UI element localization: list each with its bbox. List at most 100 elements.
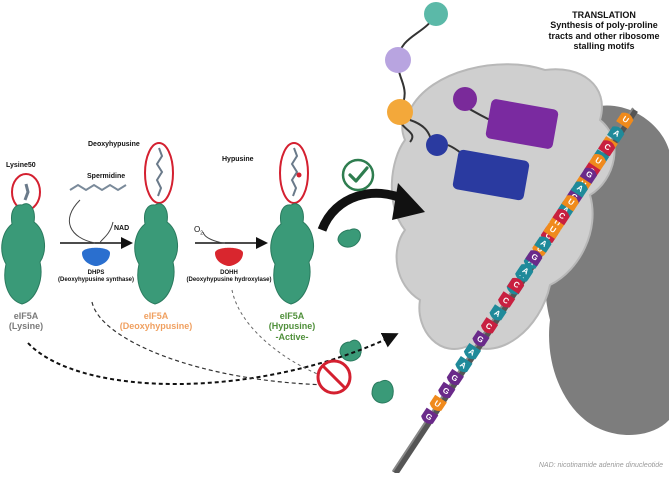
eif5a-deoxyhypusine-state: (Deoxyhypusine) — [119, 321, 193, 332]
nucleotide-letter: C — [557, 211, 567, 222]
dohh-label: DOHH (Deoxyhypusine hydroxylase) — [186, 270, 271, 284]
deoxyhypusine-dashed-arrow — [91, 301, 331, 386]
spermidine-in-arrow — [68, 199, 96, 244]
trna-navy — [452, 149, 530, 201]
nucleotide-letter: U — [566, 197, 576, 208]
nucleotide-letter: U — [552, 218, 562, 229]
nucleotide-letter: A — [458, 360, 468, 371]
translation-title: TRANSLATION Synthesis of poly-proline tr… — [548, 10, 659, 51]
nucleotide-lower-21: G — [421, 407, 439, 424]
hypusine-label: Hypusine — [222, 156, 254, 163]
dohh-name: DOHH — [220, 270, 238, 276]
eif5a-lysine-state: (Lysine) — [8, 321, 44, 332]
nucleotide-letter: G — [449, 373, 459, 384]
peptide-chain — [396, 13, 437, 143]
nucleotide-lower-14: C — [480, 317, 499, 334]
nucleotide-upper-9: A — [534, 236, 552, 253]
nucleotide-upper-4: G — [579, 167, 597, 184]
nucleotide-letter: C — [544, 231, 554, 242]
eif5a-deoxyhypusine-protein — [134, 203, 179, 305]
no-entry-icon — [316, 359, 352, 395]
nucleotide-letter: G — [584, 169, 594, 180]
eif5a-hypusine-label: eIF5A (Hypusine) -Active- — [269, 311, 316, 342]
nucleotide-letter: U — [535, 244, 545, 255]
dohh-enzyme — [215, 247, 243, 266]
spermidine-molecule — [69, 183, 127, 192]
eif5a-deoxyhypusine-name: eIF5A — [143, 311, 169, 321]
hypusine-highlight — [279, 142, 309, 204]
nucleotide-letter: A — [575, 183, 585, 194]
nucleotide-upper-5: A — [570, 181, 588, 198]
hypusine-chain — [290, 147, 299, 197]
dhps-enzyme — [82, 247, 110, 266]
amino-acid-lavender — [385, 47, 411, 73]
eif5a-hypusine-protein — [270, 203, 315, 305]
nucleotide-letter: U — [433, 399, 443, 410]
nucleotide-letter: U — [548, 224, 558, 235]
o2-in-arrow — [202, 231, 226, 244]
dhps-name: DHPS — [87, 270, 105, 276]
check-icon — [341, 158, 375, 192]
nucleotide-letter: U — [621, 114, 631, 125]
title-line-4: stalling motifs — [573, 41, 635, 52]
deoxyhypusine-highlight — [144, 142, 174, 204]
nucleotide-lower-19: G — [438, 381, 456, 398]
nucleotide-letter: A — [492, 308, 502, 319]
nucleotide-lower-20: U — [429, 394, 447, 411]
nucleotide-lower-16: A — [463, 343, 482, 360]
nucleotide-letter: U — [593, 156, 603, 167]
eif5a-lysine-label: eIF5A (Lysine) — [9, 311, 43, 332]
lysine-dashed-arrow — [27, 332, 399, 386]
o2-label: O2 — [194, 225, 204, 237]
nucleotide-letter: C — [501, 295, 511, 306]
nucleotide-upper-8: U — [543, 222, 561, 239]
nucleotide-upper-0: U — [616, 112, 634, 129]
amino-acid-teal — [424, 2, 448, 26]
nucleotide-upper-1: A — [607, 126, 625, 143]
trna-purple — [485, 99, 559, 149]
nad-in-arrow — [99, 221, 114, 244]
nucleotide-letter: A — [539, 238, 549, 249]
nucleotide-upper-11: A — [516, 264, 534, 281]
nucleotide-lower-18: G — [446, 368, 464, 386]
eif5a-small-protein-1 — [337, 228, 361, 248]
eif5a-small-protein-3 — [371, 380, 394, 404]
title-line-3: tracts and other ribosome — [548, 30, 660, 41]
eif5a-hypusine-state: (Hypusine) — [268, 321, 316, 332]
dohh-full-name: (Deoxyhypusine hydroxylase) — [186, 276, 272, 283]
eif5a-hypusine-active: -Active- — [275, 331, 309, 342]
nucleotide-letter: G — [424, 411, 434, 422]
amino-acid-orange — [387, 99, 413, 125]
nucleotide-lower-13: A — [489, 304, 507, 321]
eif5a-lysine-protein — [1, 203, 46, 305]
nucleotide-upper-2: C — [597, 140, 616, 157]
nucleotide-upper-6: U — [561, 195, 579, 212]
deoxyhypusine-label: Deoxyhypusine — [88, 141, 140, 148]
lysine-chain — [23, 183, 30, 201]
title-line-1: TRANSLATION — [572, 10, 636, 20]
amino-acid-purple — [453, 87, 477, 111]
nucleotide-letter: C — [511, 279, 521, 290]
spermidine-label: Spermidine — [87, 173, 126, 180]
nucleotide-lower-17: A — [455, 355, 473, 373]
nucleotide-lower-12: C — [498, 291, 516, 308]
dhps-full-name: (Deoxyhypusine synthase) — [57, 276, 135, 283]
nucleotide-upper-7: C — [552, 209, 570, 226]
nucleotide-letter: A — [561, 205, 571, 216]
eif5a-hypusine-name: eIF5A — [279, 311, 305, 321]
nucleotide-letter: G — [530, 252, 540, 263]
nucleotide-upper-10: G — [525, 250, 543, 267]
nucleotide-upper-12: C — [506, 277, 525, 295]
nad-label: NAD — [114, 225, 130, 232]
nucleotide-letter: A — [467, 347, 477, 358]
ribosome-entry-arrow — [317, 188, 408, 232]
footnote: NAD: nicotinamide adenine dinucleotide — [538, 462, 663, 469]
nucleotide-letter: C — [602, 142, 612, 153]
deoxyhypusine-chain — [155, 147, 164, 197]
hypusine-dashed-arrow — [231, 289, 330, 380]
title-line-2: Synthesis of poly-proline — [550, 20, 658, 31]
eif5a-deoxyhypusine-label: eIF5A (Deoxyhypusine) — [120, 311, 193, 332]
